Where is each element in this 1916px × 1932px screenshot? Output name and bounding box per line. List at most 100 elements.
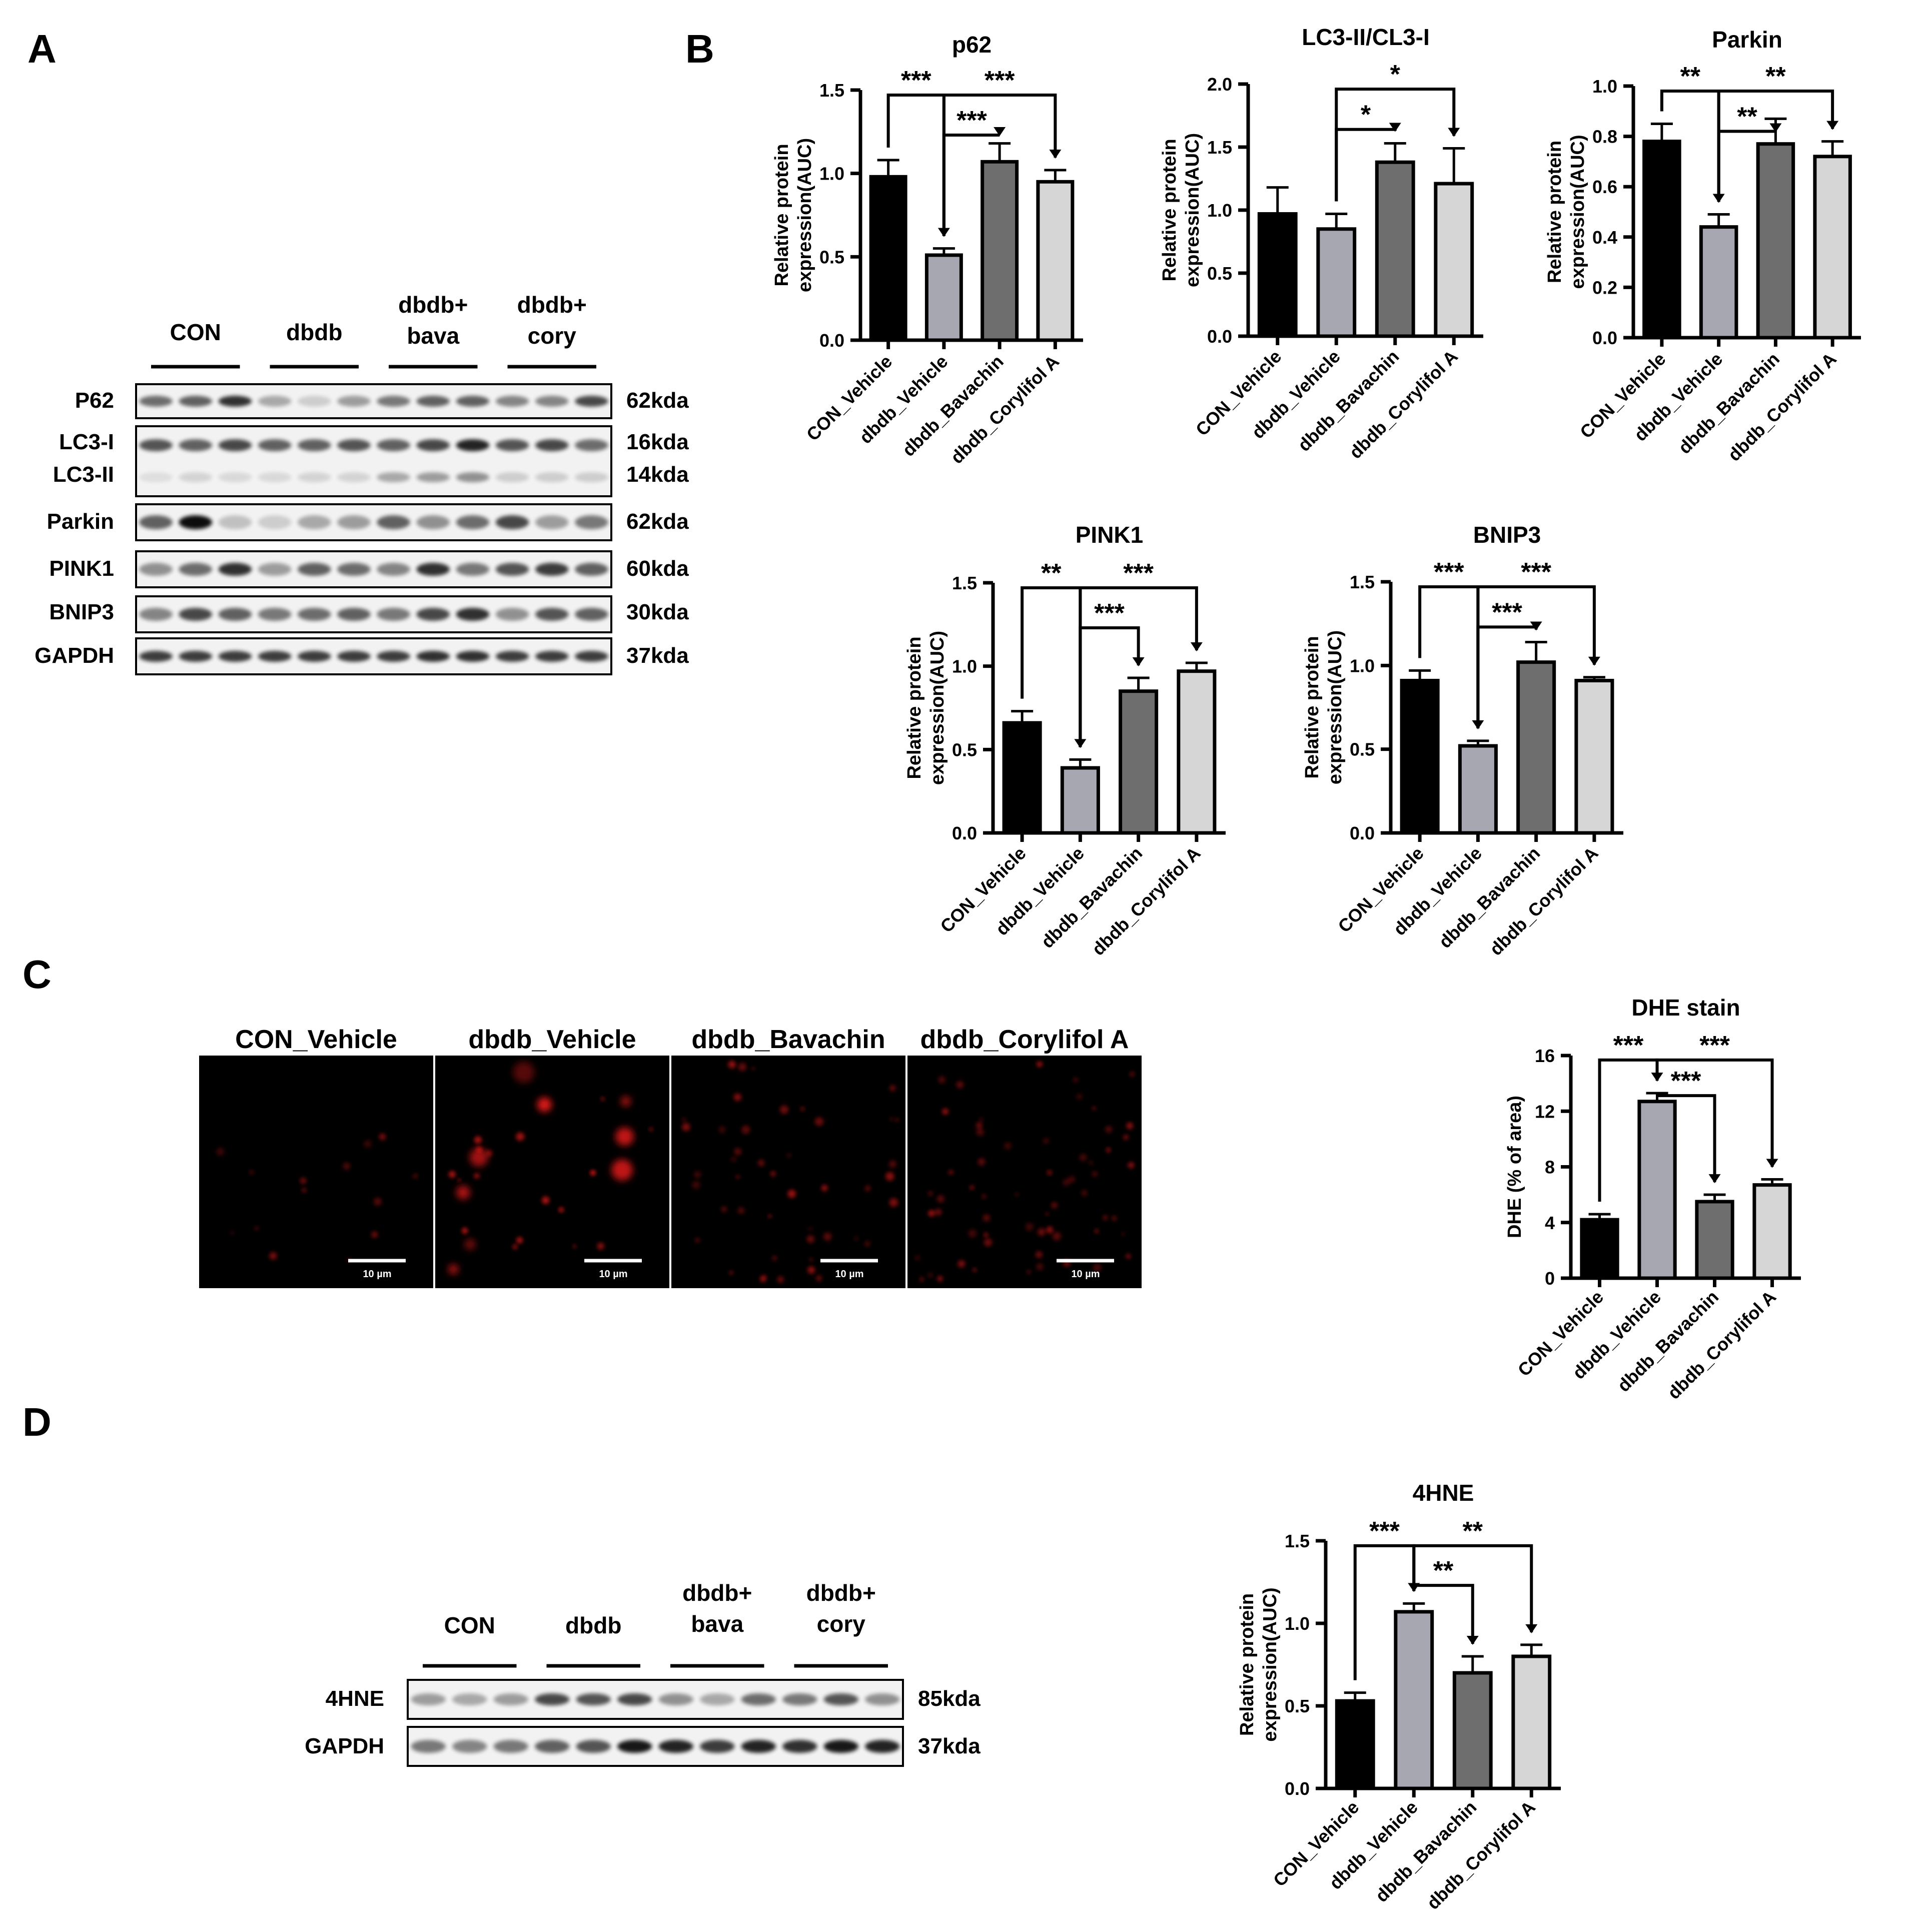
blot-strip: [135, 503, 612, 541]
micrograph-title: dbdb_Vehicle: [468, 1025, 636, 1054]
fluorescent-spot: [456, 1185, 470, 1200]
bar-1: [1316, 227, 1357, 338]
fluorescent-spot: [738, 1063, 747, 1072]
x-tick-label: dbdb_Corylifol A: [946, 351, 1063, 468]
fluorescent-spot: [976, 1122, 983, 1129]
y-tick-label: 12: [1535, 1101, 1555, 1122]
blot-band: [535, 515, 569, 529]
fluorescent-spot: [513, 1062, 535, 1083]
fluorescent-spot: [983, 1214, 991, 1222]
y-tick-label: 1.5: [952, 573, 977, 593]
blot-band: [575, 396, 608, 407]
fluorescent-spot: [889, 1117, 893, 1121]
blot-band: [456, 563, 490, 576]
blot-band: [377, 515, 410, 529]
blot-band: [456, 515, 490, 529]
fluorescent-spot: [695, 1238, 700, 1243]
fluorescent-spot: [1095, 1229, 1099, 1233]
blot-band: [535, 651, 569, 662]
fluorescent-spot: [864, 1185, 871, 1192]
bar-1: [924, 253, 963, 342]
fluorescent-spot: [1092, 1171, 1098, 1177]
fluorescent-spot: [1051, 1202, 1058, 1209]
fluorescent-spot: [806, 1235, 815, 1243]
fluorescent-spot: [512, 1244, 518, 1250]
fluorescent-spot: [1112, 1216, 1117, 1221]
fluorescent-spot: [516, 1132, 525, 1141]
bar-2: [1375, 160, 1415, 338]
significance-stars: ***: [1369, 1517, 1400, 1546]
group-label: dbdb+bava: [398, 292, 468, 349]
blot-band: [495, 515, 529, 529]
bar-1: [1060, 766, 1100, 835]
fluorescent-spot: [1015, 1193, 1019, 1197]
fluorescent-spot: [956, 1081, 964, 1089]
fluorescent-spot: [721, 1206, 727, 1213]
significance-bracket-2: [1079, 626, 1140, 747]
blot-row-label: LC3-II: [53, 462, 114, 487]
blot-band: [139, 472, 173, 482]
bar-3: [1752, 1183, 1792, 1280]
fluorescent-spot: [694, 1171, 701, 1179]
fluorescent-spot: [779, 1105, 789, 1114]
blot-band: [782, 1693, 817, 1705]
fluorescent-spot: [731, 1157, 736, 1162]
blot-band: [258, 515, 292, 529]
bar-3: [1511, 1654, 1552, 1790]
fluorescent-spot: [889, 1085, 896, 1092]
fluorescent-spot: [728, 1061, 736, 1069]
blot-band: [700, 1740, 735, 1753]
blot-band: [337, 515, 371, 529]
significance-stars: ***: [956, 106, 987, 135]
significance-bracket-1: [1655, 1058, 1774, 1167]
chart-title: BNIP3: [1473, 522, 1541, 548]
blot-band: [298, 396, 331, 407]
blot-band: [139, 608, 173, 621]
y-tick-label: 0.0: [819, 330, 844, 351]
fluorescent-spot: [558, 1207, 564, 1213]
bar-2: [1452, 1671, 1493, 1790]
bar-0: [869, 175, 907, 342]
bar-0: [1580, 1218, 1619, 1280]
blot-band: [377, 472, 410, 482]
fluorescent-spot: [864, 1241, 870, 1247]
fluorescent-spot: [469, 1148, 488, 1167]
fluorescent-spot: [957, 1260, 966, 1268]
fluorescent-spot: [737, 1207, 745, 1214]
bar-1: [1394, 1610, 1434, 1790]
blot-band: [617, 1693, 652, 1705]
bracket-arrow: [1588, 656, 1600, 666]
fluorescent-spot: [772, 1256, 777, 1261]
scale-bar-label: 10 µm: [599, 1269, 627, 1280]
blot-band: [337, 563, 371, 576]
y-tick-label: 1.0: [819, 164, 844, 184]
blot-band: [741, 1740, 776, 1753]
fluorescent-spot: [590, 1170, 596, 1176]
blot-band: [218, 472, 252, 482]
significance-stars: **: [1765, 62, 1786, 91]
fluorescent-spot: [777, 1276, 784, 1283]
blot-band: [495, 608, 529, 621]
y-tick-label: 0.5: [1350, 739, 1375, 760]
micrograph-title: CON_Vehicle: [235, 1025, 397, 1054]
fluorescent-spot: [457, 1178, 461, 1182]
x-tick-label: dbdb_Bavachin: [1613, 1287, 1723, 1396]
micrograph-0: [199, 1056, 433, 1288]
group-label: dbdb: [565, 1612, 621, 1638]
significance-stars: ***: [1671, 1067, 1701, 1096]
fluorescent-spot: [970, 1185, 975, 1190]
significance-stars: *: [1390, 60, 1401, 89]
fluorescent-spot: [1037, 1061, 1043, 1068]
fluorescent-spot: [1076, 1094, 1083, 1100]
significance-bracket-2: [1717, 130, 1776, 202]
y-tick-label: 0.0: [1350, 823, 1375, 843]
significance-stars: **: [1041, 559, 1062, 588]
bar-2: [1119, 689, 1159, 835]
blot-band: [865, 1740, 900, 1753]
blot-band: [456, 608, 490, 621]
fluorescent-spot: [1068, 1176, 1076, 1183]
blot-band: [377, 439, 410, 451]
